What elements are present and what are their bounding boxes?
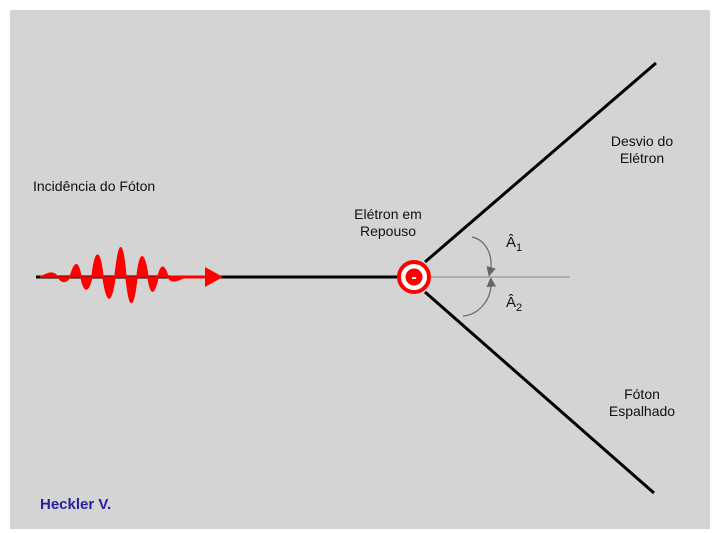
electron-deflection-label: Desvio do Elétron <box>592 133 692 167</box>
scattered-photon-line <box>424 290 655 495</box>
angle1-arc <box>471 236 496 277</box>
angle2-arc <box>462 277 497 317</box>
diagram-canvas <box>10 10 710 529</box>
electron-rest-line1: Elétron em <box>354 206 422 222</box>
deflection-line1: Desvio do <box>610 133 674 149</box>
photon-wave-packet <box>39 247 186 304</box>
electron-sign: - <box>411 269 416 286</box>
angle1-label: Â1 <box>506 234 522 254</box>
scattered-line2: Espalhado <box>608 403 676 419</box>
photon-arrow-head <box>205 267 223 287</box>
electron-core <box>405 268 423 286</box>
deflection-line2: Elétron <box>619 150 665 166</box>
scattered-line1: Fóton <box>624 386 660 402</box>
photon-incidence-label: Incidência do Fóton <box>33 178 156 194</box>
scattered-photon-label: Fóton Espalhado <box>592 386 692 420</box>
electron-rest-line2: Repouso <box>359 223 417 239</box>
electron-rest-label: Elétron em Repouso <box>338 206 438 240</box>
author-signature: Heckler V. <box>40 496 112 513</box>
angle2-label: Â2 <box>506 294 522 314</box>
electron-deflection-line <box>424 61 657 264</box>
